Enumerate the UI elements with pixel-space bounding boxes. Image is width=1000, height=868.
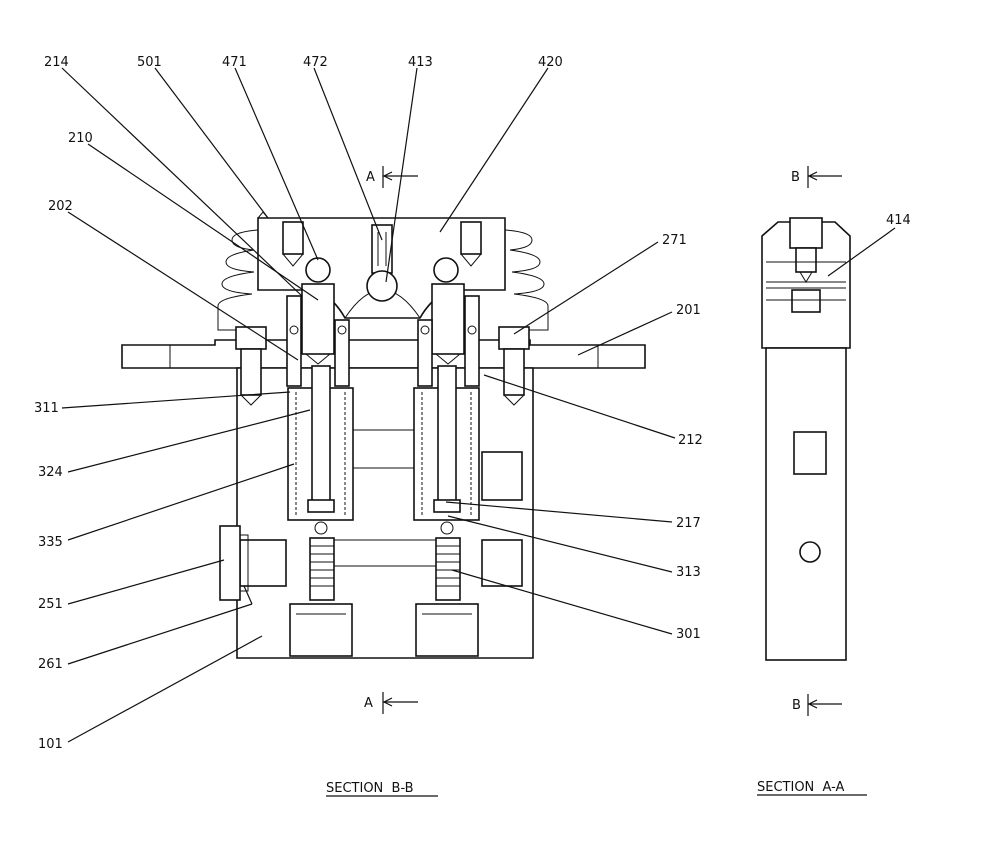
cover-screw-right	[460, 221, 482, 255]
label-420: 420	[538, 55, 563, 70]
bolt-left-shank	[240, 348, 262, 396]
label-101: 101	[38, 737, 63, 752]
section-mark-b-bottom: B	[792, 698, 801, 713]
ball-right	[433, 257, 459, 283]
section-aa-view	[761, 217, 851, 661]
label-311: 311	[34, 401, 59, 416]
center-pin	[371, 224, 393, 274]
label-301: 301	[676, 627, 701, 642]
label-414: 414	[886, 213, 911, 228]
label-472: 472	[303, 55, 328, 70]
label-201: 201	[676, 303, 701, 318]
ball-left	[305, 257, 331, 283]
label-501: 501	[137, 55, 162, 70]
spool-left	[311, 365, 331, 507]
part-labels: 214 501 471 472 413 420 210 202 271 201 …	[34, 55, 911, 752]
base-socket-left	[289, 603, 353, 657]
bellows-left	[217, 229, 259, 331]
label-210: 210	[68, 131, 93, 146]
section-mark-b-top: B	[791, 170, 800, 185]
side-head	[761, 221, 851, 349]
side-body	[765, 347, 847, 661]
section-aa-title: SECTION A-A	[757, 780, 845, 795]
label-335: 335	[38, 535, 63, 550]
label-261: 261	[38, 657, 63, 672]
base-socket-right	[415, 603, 479, 657]
center-ball	[366, 270, 398, 302]
label-413: 413	[408, 55, 433, 70]
section-mark-a-top: A	[366, 170, 375, 185]
side-port-circle	[799, 541, 821, 563]
spool-right	[437, 365, 457, 507]
port-right-lower	[481, 539, 523, 587]
label-324: 324	[38, 465, 63, 480]
label-202: 202	[48, 199, 73, 214]
valve-body	[236, 367, 534, 659]
bolt-right-head	[498, 326, 530, 350]
label-212: 212	[678, 433, 703, 448]
section-bb-title: SECTION B-B	[326, 781, 414, 796]
label-471: 471	[222, 55, 247, 70]
section-markers	[382, 166, 842, 716]
section-mark-a-bottom: A	[364, 696, 373, 711]
plunger-right	[431, 283, 465, 355]
plunger-left	[301, 283, 335, 355]
port-left	[239, 539, 287, 587]
section-bb-view	[121, 211, 646, 659]
bolt-right-shank	[503, 348, 525, 396]
label-313: 313	[676, 565, 701, 580]
leader-lines	[61, 67, 896, 743]
label-251: 251	[38, 597, 63, 612]
label-217: 217	[676, 516, 701, 531]
bellows-right	[504, 229, 549, 331]
side-window	[793, 431, 827, 475]
label-271: 271	[662, 233, 687, 248]
port-right-upper	[481, 451, 523, 501]
flange-plate	[121, 339, 646, 369]
plug	[219, 525, 241, 601]
cover-screw-left	[282, 221, 304, 255]
label-214: 214	[44, 55, 69, 70]
